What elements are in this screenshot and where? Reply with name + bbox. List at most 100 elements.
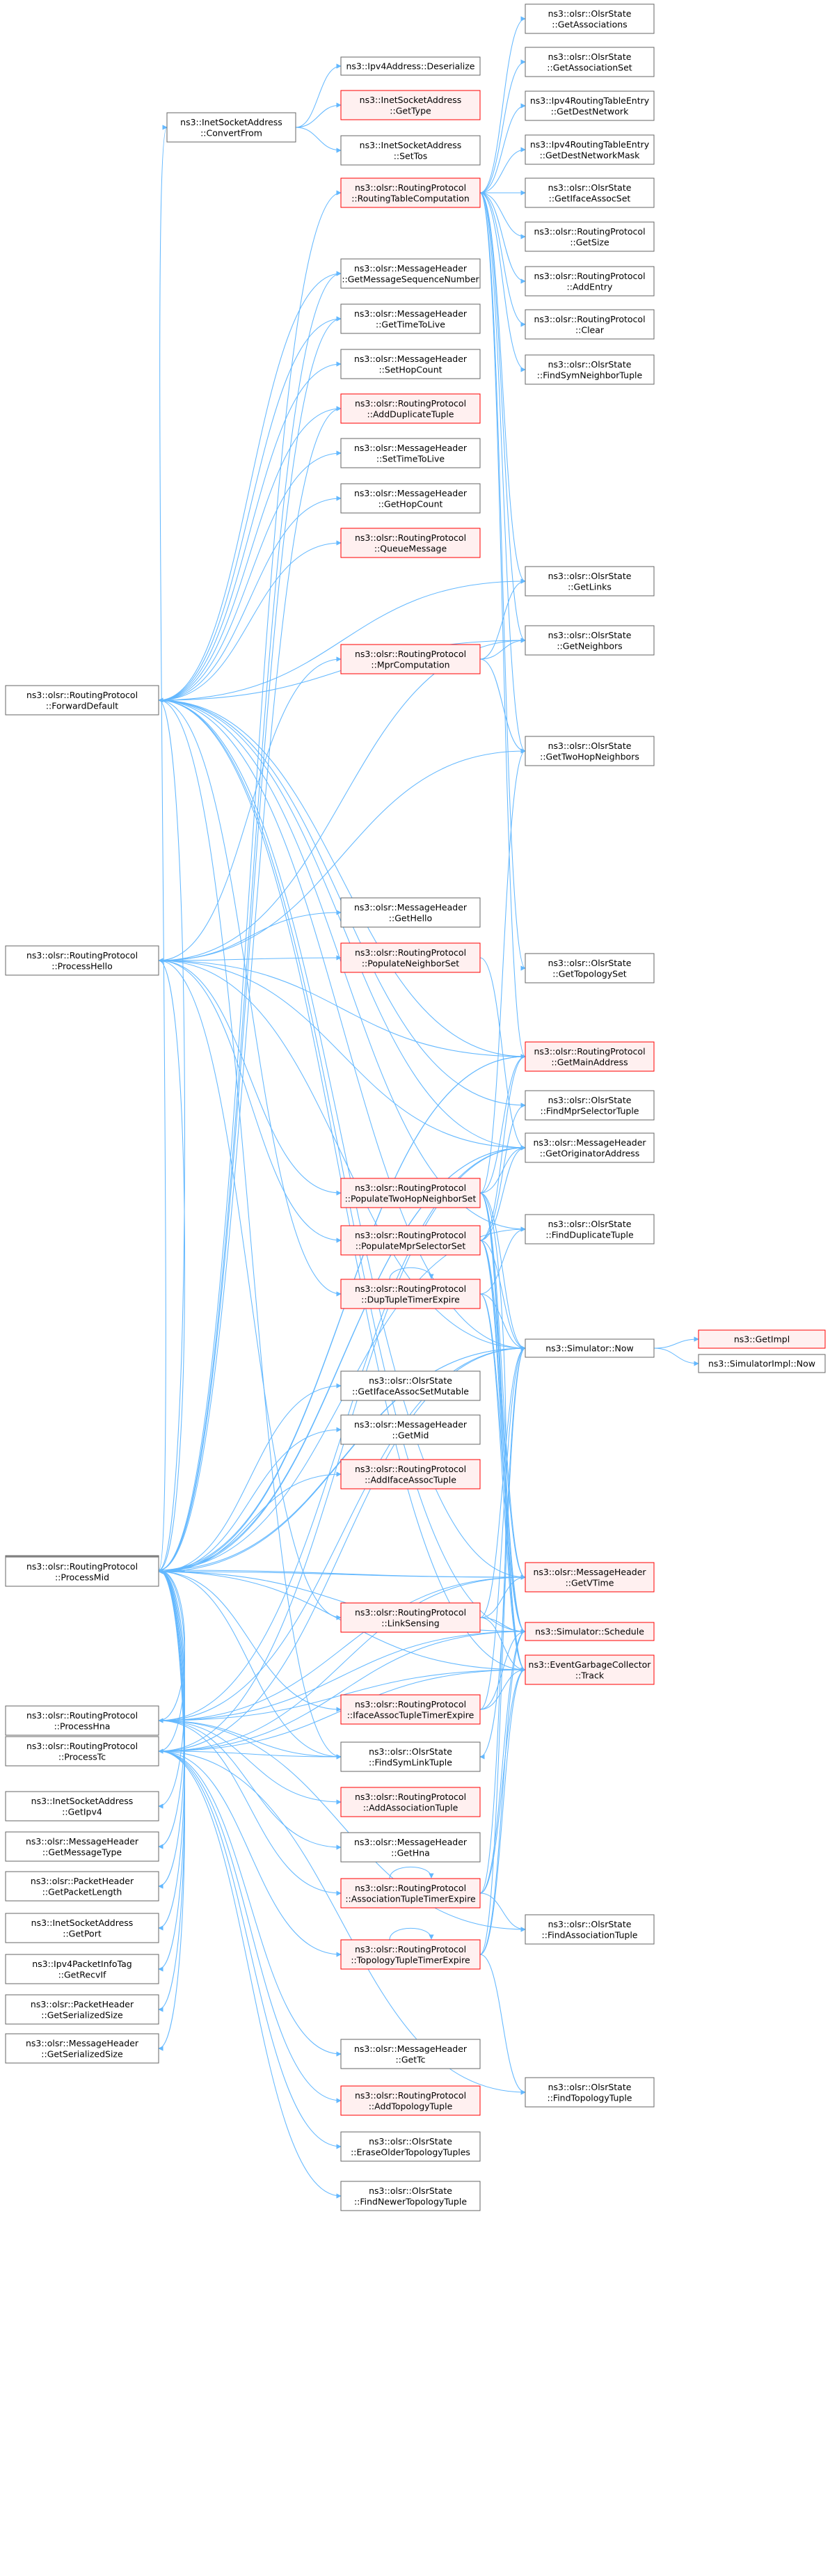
node-label: ns3::olsr::OlsrState: [548, 2082, 632, 2092]
node-addentry[interactable]: ns3::olsr::RoutingProtocol::AddEntry: [525, 266, 655, 297]
node-ifaceassoctupletimerexpire[interactable]: ns3::olsr::RoutingProtocol::IfaceAssocTu…: [340, 1694, 481, 1725]
edge-routingtablecomputation-to-getdestnetwork: [479, 103, 526, 193]
edge-populateneighborset-to-getoriginatoraddress: [479, 957, 526, 1151]
node-addduplicatetuple[interactable]: ns3::olsr::RoutingProtocol::AddDuplicate…: [340, 393, 481, 424]
node-label: ns3::olsr::RoutingProtocol: [534, 271, 645, 281]
node-label: ns3::GetImpl: [734, 1334, 790, 1345]
node-clear[interactable]: ns3::olsr::RoutingProtocol::Clear: [525, 309, 655, 340]
node-getmainaddress[interactable]: ns3::olsr::RoutingProtocol::GetMainAddre…: [525, 1041, 655, 1072]
node-eraseoldertopologytuples[interactable]: ns3::olsr::OlsrState::EraseOlderTopology…: [340, 2131, 481, 2162]
node-messagegetserializedsize[interactable]: ns3::olsr::MessageHeader::GetSerializedS…: [5, 2033, 159, 2064]
node-packetgetserializedsize[interactable]: ns3::olsr::PacketHeader::GetSerializedSi…: [5, 1994, 159, 2025]
node-getifaceassocset[interactable]: ns3::olsr::OlsrState::GetIfaceAssocSet: [525, 177, 655, 208]
node-processtc[interactable]: ns3::olsr::RoutingProtocol::ProcessTc: [5, 1736, 159, 1767]
edge-processhna-to-simulatornow: [158, 1345, 526, 1721]
node-associationtupletimerexpire[interactable]: ns3::olsr::RoutingProtocol::AssociationT…: [340, 1878, 481, 1909]
node-box: [525, 625, 655, 656]
edge-duptupletimerexpire-to-findduplicatetuple: [479, 1226, 526, 1295]
node-sethopcount[interactable]: ns3::olsr::MessageHeader::SetHopCount: [340, 349, 481, 379]
node-label: ::RoutingTableComputation: [351, 193, 470, 203]
node-label: ::GetAssociations: [552, 19, 627, 29]
node-forwarddefault[interactable]: ns3::olsr::RoutingProtocol::ForwardDefau…: [5, 685, 159, 716]
node-label: ns3::olsr::MessageHeader: [354, 902, 468, 912]
node-getassociationset[interactable]: ns3::olsr::OlsrState::GetAssociationSet: [525, 47, 655, 77]
node-label: ::GetTopologySet: [552, 968, 627, 979]
edge-forwarddefault-to-settimetolive: [158, 450, 342, 701]
node-box: [340, 2085, 481, 2116]
node-addtopologytuple[interactable]: ns3::olsr::RoutingProtocol::AddTopologyT…: [340, 2085, 481, 2116]
node-getport[interactable]: ns3::InetSocketAddress::GetPort: [5, 1913, 159, 1943]
node-box: [5, 1556, 159, 1587]
node-addassociationtuple[interactable]: ns3::olsr::RoutingProtocol::AddAssociati…: [340, 1787, 481, 1817]
node-topologytupletimerexpire[interactable]: ns3::olsr::RoutingProtocol::TopologyTupl…: [340, 1939, 481, 1970]
node-gethna[interactable]: ns3::olsr::MessageHeader::GetHna: [340, 1832, 481, 1863]
node-findsymlinktuple[interactable]: ns3::olsr::OlsrState::FindSymLinkTuple: [340, 1741, 481, 1772]
edge-recvolsr-to-processhello: [158, 958, 186, 1571]
node-label: ::DupTupleTimerExpire: [361, 1294, 460, 1304]
node-getsize[interactable]: ns3::olsr::RoutingProtocol::GetSize: [525, 221, 655, 252]
node-addifaceassoctuple[interactable]: ns3::olsr::RoutingProtocol::AddIfaceAsso…: [340, 1459, 481, 1490]
node-label: ns3::olsr::RoutingProtocol: [355, 1883, 466, 1893]
node-getoriginatoraddress[interactable]: ns3::olsr::MessageHeader::GetOriginatorA…: [525, 1132, 655, 1163]
node-queuemessage[interactable]: ns3::olsr::RoutingProtocol::QueueMessage: [340, 528, 481, 558]
edge-routingtablecomputation-to-getdestnetworkmask: [479, 147, 526, 193]
node-getrecvif[interactable]: ns3::Ipv4PacketInfoTag::GetRecvIf: [5, 1954, 159, 1984]
node-processmid[interactable]: ns3::olsr::RoutingProtocol::ProcessMid: [5, 1556, 159, 1587]
node-duptupletimerexpire[interactable]: ns3::olsr::RoutingProtocol::DupTupleTime…: [340, 1279, 481, 1309]
node-getipv4[interactable]: ns3::InetSocketAddress::GetIpv4: [5, 1791, 159, 1822]
node-mprcomputation[interactable]: ns3::olsr::RoutingProtocol::MprComputati…: [340, 644, 481, 674]
node-getpacketlength[interactable]: ns3::olsr::PacketHeader::GetPacketLength: [5, 1871, 159, 1902]
node-findsymneighbortuple[interactable]: ns3::olsr::OlsrState::FindSymNeighborTup…: [525, 354, 655, 385]
node-label: ns3::olsr::MessageHeader: [354, 1419, 468, 1430]
node-box: [340, 393, 481, 424]
node-box: [340, 1878, 481, 1909]
node-populatemprselectorset[interactable]: ns3::olsr::RoutingProtocol::PopulateMprS…: [340, 1225, 481, 1256]
node-linksensing[interactable]: ns3::olsr::RoutingProtocol::LinkSensing: [340, 1602, 481, 1633]
node-track[interactable]: ns3::EventGarbageCollector::Track: [525, 1654, 655, 1685]
node-getmessagesequencenumber[interactable]: ns3::olsr::MessageHeader::GetMessageSequ…: [340, 258, 481, 289]
node-populatetwohopneighborset[interactable]: ns3::olsr::RoutingProtocol::PopulateTwoH…: [340, 1178, 481, 1208]
edge-linksensing-to-simulatornow: [479, 1345, 526, 1618]
node-findnewertopologytuple[interactable]: ns3::olsr::OlsrState::FindNewerTopologyT…: [340, 2181, 481, 2211]
node-getimpl[interactable]: ns3::GetImpl: [698, 1329, 826, 1349]
node-findtopologytuple[interactable]: ns3::olsr::OlsrState::FindTopologyTuple: [525, 2077, 655, 2108]
node-getneighbors[interactable]: ns3::olsr::OlsrState::GetNeighbors: [525, 625, 655, 656]
node-gethopcount[interactable]: ns3::olsr::MessageHeader::GetHopCount: [340, 483, 481, 514]
node-getvtime[interactable]: ns3::olsr::MessageHeader::GetVTime: [525, 1562, 655, 1593]
node-getassociations[interactable]: ns3::olsr::OlsrState::GetAssociations: [525, 3, 655, 34]
node-findassociationtuple[interactable]: ns3::olsr::OlsrState::FindAssociationTup…: [525, 1914, 655, 1945]
node-label: ns3::olsr::RoutingProtocol: [534, 314, 645, 324]
node-findmprselectortuple[interactable]: ns3::olsr::OlsrState::FindMprSelectorTup…: [525, 1090, 655, 1121]
node-getifaceassocsetmutable[interactable]: ns3::olsr::OlsrState::GetIfaceAssocSetMu…: [340, 1370, 481, 1401]
node-getlinks[interactable]: ns3::olsr::OlsrState::GetLinks: [525, 566, 655, 596]
node-box: [525, 177, 655, 208]
node-label: ns3::olsr::MessageHeader: [26, 1836, 139, 1847]
node-getmid[interactable]: ns3::olsr::MessageHeader::GetMid: [340, 1414, 481, 1445]
edge-routingtablecomputation-to-getassociationset: [479, 59, 526, 193]
node-processhello[interactable]: ns3::olsr::RoutingProtocol::ProcessHello: [5, 945, 159, 976]
node-gettopologyset[interactable]: ns3::olsr::OlsrState::GetTopologySet: [525, 953, 655, 983]
node-getmessagetype[interactable]: ns3::olsr::MessageHeader::GetMessageType: [5, 1831, 159, 1862]
node-processhna[interactable]: ns3::olsr::RoutingProtocol::ProcessHna: [5, 1705, 159, 1736]
edge-processmid-to-getvtime: [158, 1571, 526, 1580]
node-gettype[interactable]: ns3::InetSocketAddress::GetType: [340, 90, 481, 120]
node-simulatornow[interactable]: ns3::Simulator::Now: [525, 1338, 655, 1358]
node-settimetolive[interactable]: ns3::olsr::MessageHeader::SetTimeToLive: [340, 438, 481, 468]
node-settos[interactable]: ns3::InetSocketAddress::SetTos: [340, 135, 481, 166]
node-gettc[interactable]: ns3::olsr::MessageHeader::GetTc: [340, 2039, 481, 2069]
node-populateneighborset[interactable]: ns3::olsr::RoutingProtocol::PopulateNeig…: [340, 942, 481, 973]
node-label: ::GetPort: [63, 1928, 102, 1938]
node-getdestnetworkmask[interactable]: ns3::Ipv4RoutingTableEntry::GetDestNetwo…: [525, 134, 655, 165]
node-ipv4deserialize[interactable]: ns3::Ipv4Address::Deserialize: [340, 56, 481, 76]
node-gettimetolive[interactable]: ns3::olsr::MessageHeader::GetTimeToLive: [340, 303, 481, 334]
edge-populatetwohopneighborset-to-gettwohopneighbors: [479, 748, 526, 1194]
node-schedule[interactable]: ns3::Simulator::Schedule: [525, 1622, 655, 1641]
node-simulatorimplnow[interactable]: ns3::SimulatorImpl::Now: [698, 1354, 826, 1373]
node-findduplicatetuple[interactable]: ns3::olsr::OlsrState::FindDuplicateTuple: [525, 1214, 655, 1244]
edge-processhello-to-populateneighborset: [158, 955, 342, 961]
node-getdestnetwork[interactable]: ns3::Ipv4RoutingTableEntry::GetDestNetwo…: [525, 90, 655, 121]
node-convertfrom[interactable]: ns3::InetSocketAddress::ConvertFrom: [166, 112, 296, 143]
node-routingtablecomputation[interactable]: ns3::olsr::RoutingProtocol::RoutingTable…: [340, 177, 481, 208]
node-gettwohopneighbors[interactable]: ns3::olsr::OlsrState::GetTwoHopNeighbors: [525, 736, 655, 766]
node-gethello[interactable]: ns3::olsr::MessageHeader::GetHello: [340, 897, 481, 928]
